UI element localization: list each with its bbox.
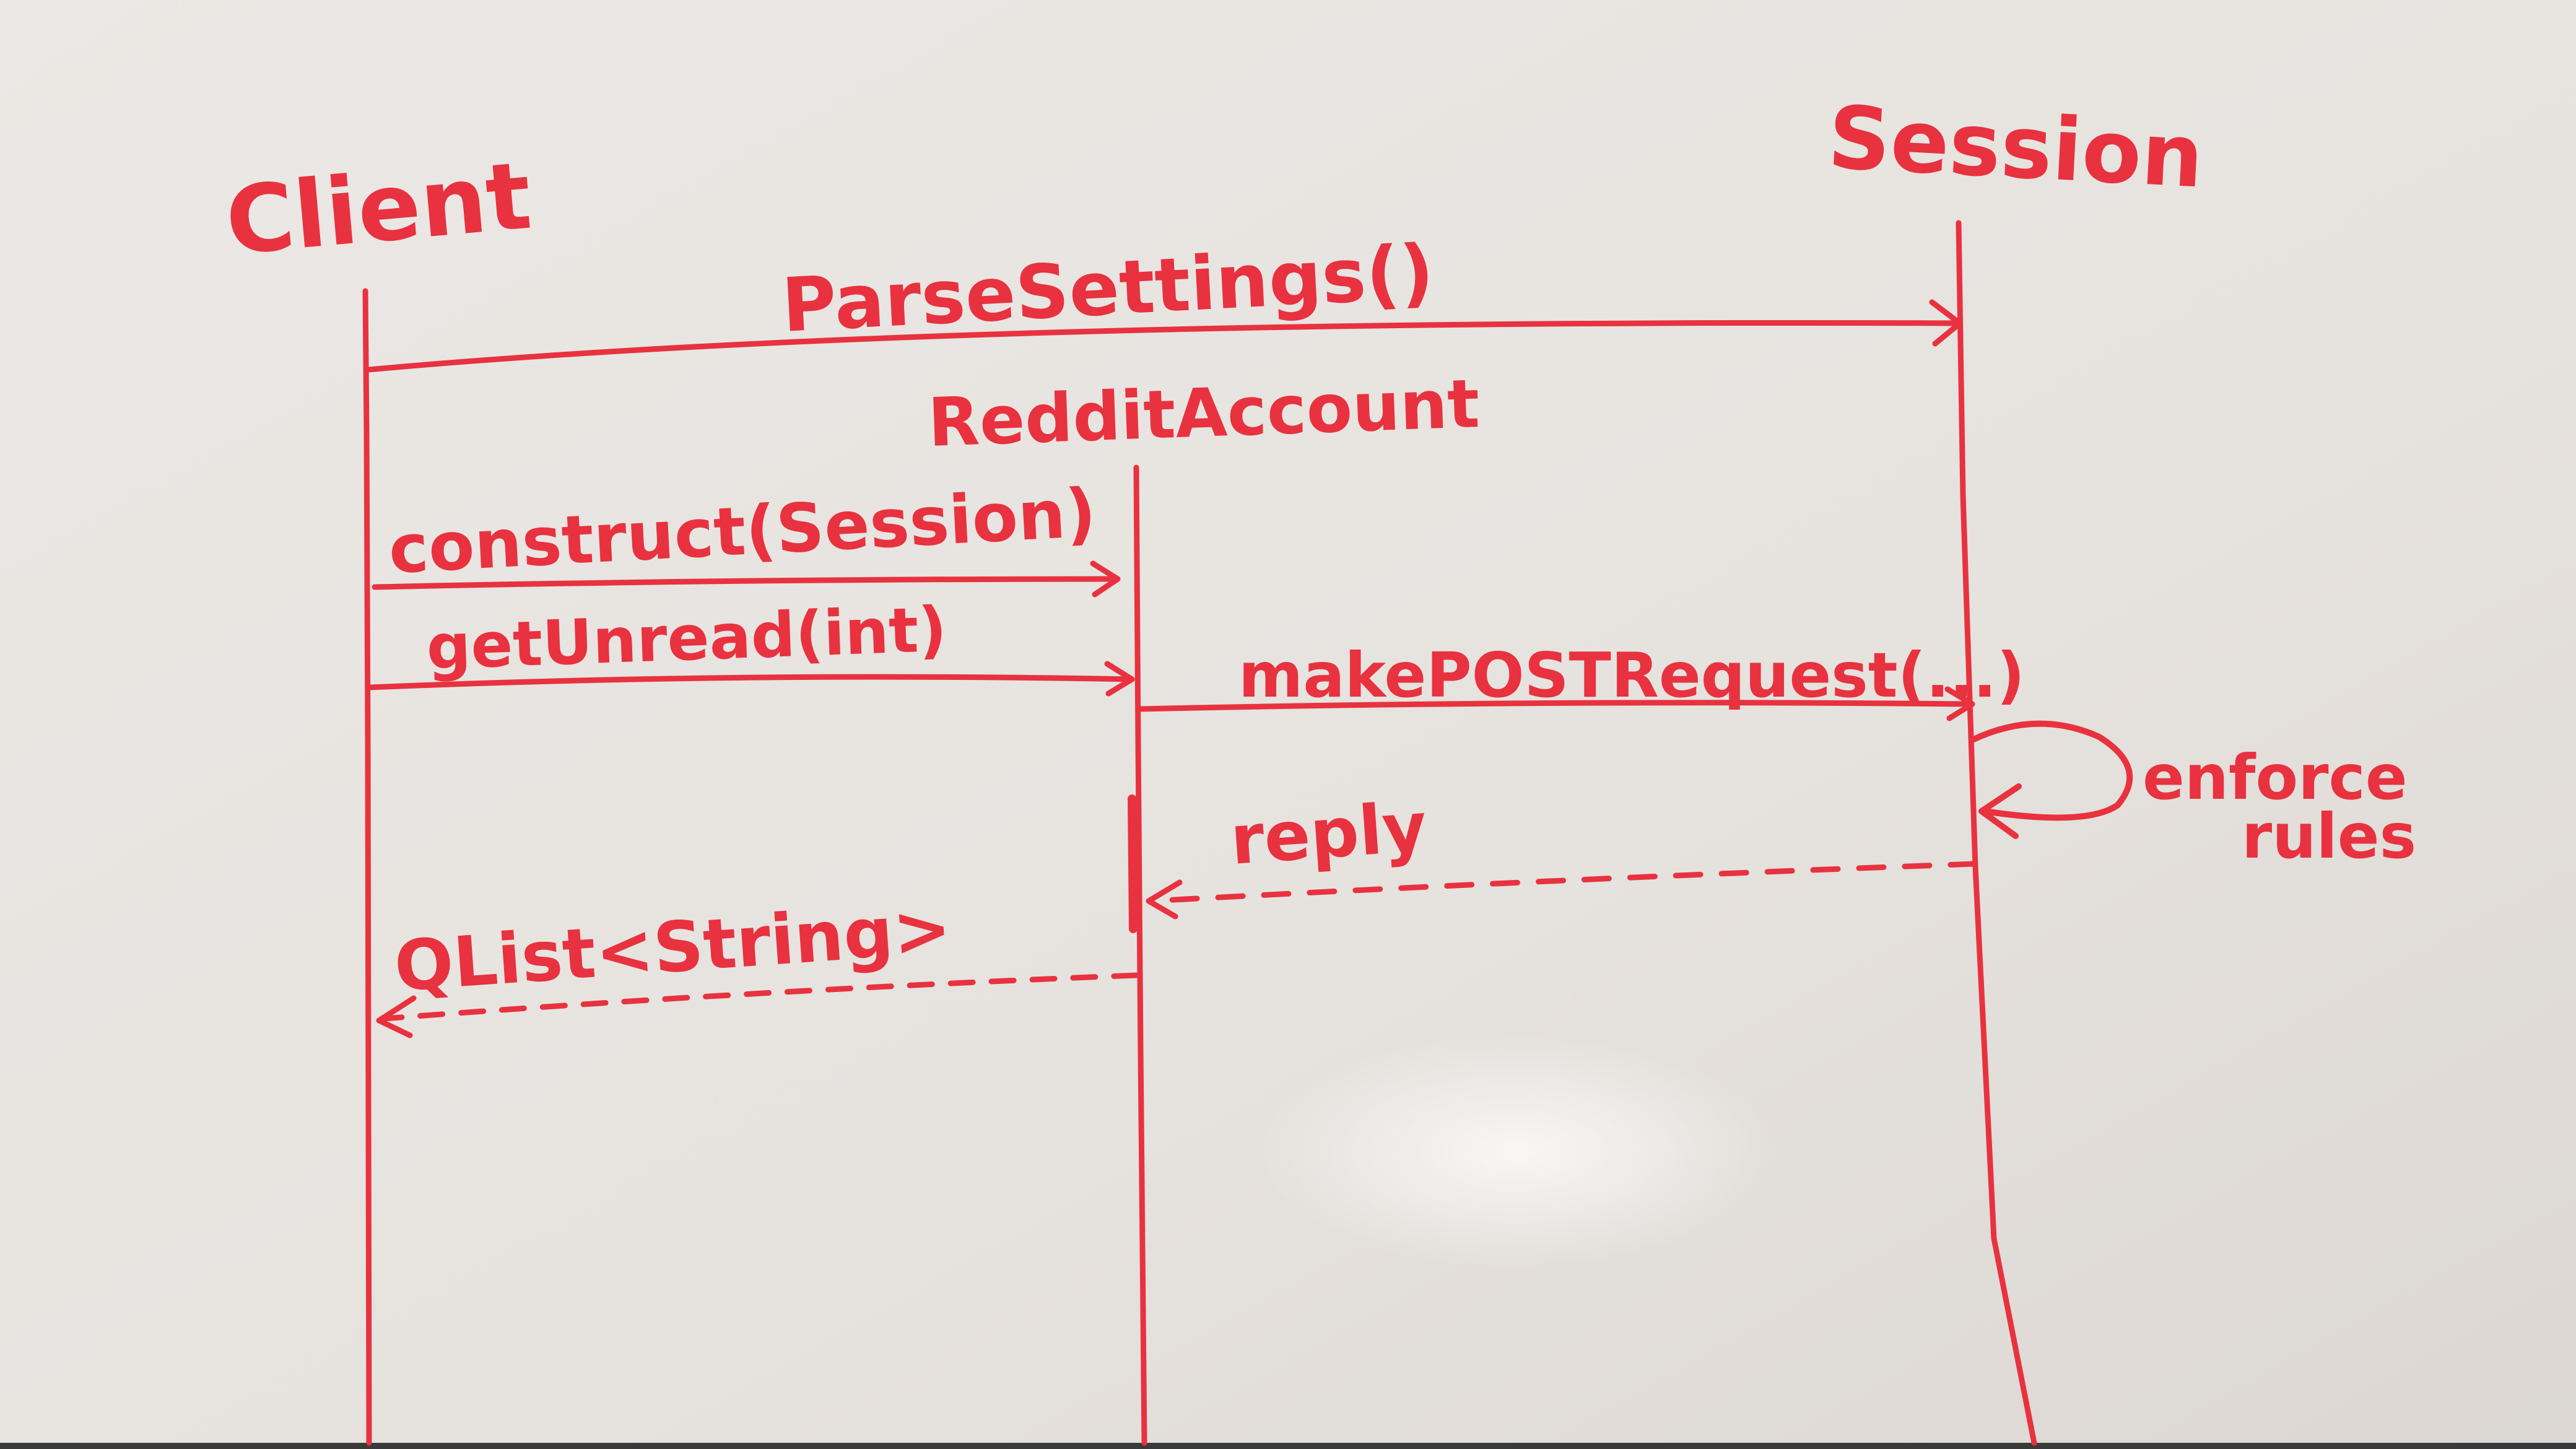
construct-arrow: [372, 576, 1118, 590]
reddit-account-label: RedditAccount: [927, 365, 1481, 462]
qlist-return-arrow: [381, 972, 1139, 1022]
make-post-request-arrowhead: [1944, 686, 1975, 721]
qlist-arrowhead: [376, 995, 417, 1038]
board-bottom-frame: [0, 1443, 2576, 1449]
make-post-request-arrow: [1136, 700, 1972, 712]
get-unread-arrow: [367, 674, 1133, 690]
parse-settings-arrow: [365, 320, 1960, 373]
construct-arrowhead: [1090, 560, 1121, 598]
get-unread-arrowhead: [1104, 661, 1135, 697]
parse-settings-arrowhead: [1929, 299, 1963, 347]
reply-arrowhead: [1146, 879, 1183, 920]
client-lifeline: [362, 288, 372, 1446]
enforce-rules-label-line2: rules: [2242, 800, 2416, 872]
session-label: Session: [1825, 87, 2206, 208]
enforce-rules-arrowhead: [1978, 783, 2022, 839]
reddit-account-activation-bar: [1128, 794, 1138, 933]
reply-label: reply: [1228, 787, 1429, 880]
client-label: Client: [222, 142, 535, 276]
reply-return-arrow: [1149, 861, 1978, 904]
light-glare: [1257, 1034, 1777, 1269]
make-post-request-label: makePOSTRequest(...): [1238, 639, 2025, 711]
reddit-account-lifeline: [1133, 464, 1147, 1446]
enforce-rules-self-loop: [1969, 720, 2133, 821]
session-lifeline: [1956, 220, 2037, 1446]
enforce-rules-label-line1: enforce: [2143, 741, 2408, 814]
